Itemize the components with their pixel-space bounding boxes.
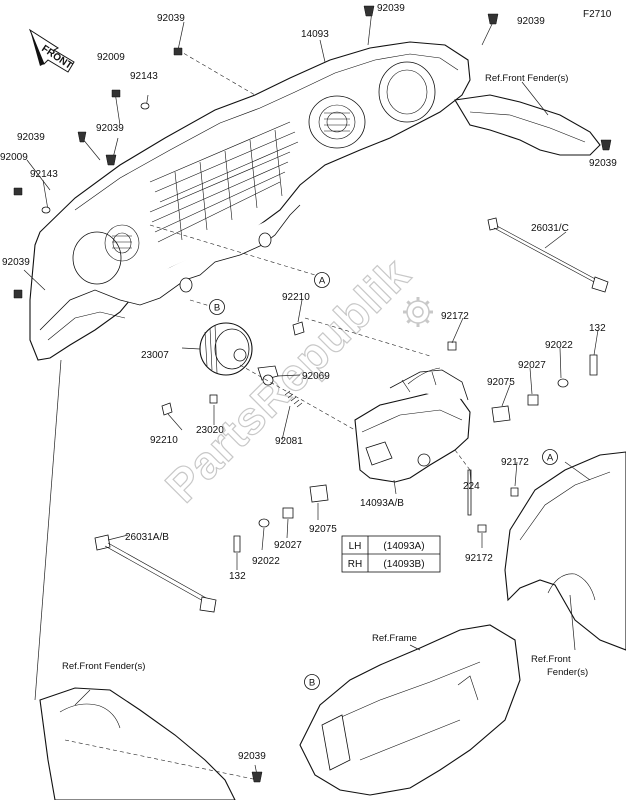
label-92039-bottom: 92039 xyxy=(238,751,266,762)
label-132-top: 132 xyxy=(589,323,606,334)
harness-26031ab xyxy=(94,534,217,613)
label-92039-clip-top: 92039 xyxy=(377,3,405,14)
front-fender-right xyxy=(504,451,626,651)
label-92210-top: 92210 xyxy=(282,292,310,303)
label-92039-top: 92039 xyxy=(157,13,185,24)
fastener-icons xyxy=(13,5,612,783)
variant-part-rh: (14093B) xyxy=(383,559,424,570)
ref-front-fender-right: Ref.Front Fender(s) xyxy=(485,73,568,84)
label-92039-left3: 92039 xyxy=(2,257,30,268)
front-arrow-icon: FRONT xyxy=(28,28,75,73)
label-23020: 23020 xyxy=(196,425,224,436)
label-92075-bot: 92075 xyxy=(309,524,337,535)
label-92069: 92069 xyxy=(302,371,330,382)
label-23007: 23007 xyxy=(141,350,169,361)
label-92039-right-fender: 92039 xyxy=(589,158,617,169)
label-14093: 14093 xyxy=(301,29,329,40)
front-fender-left xyxy=(39,687,236,800)
label-92022-bot: 92022 xyxy=(252,556,280,567)
ref-frame: Ref.Frame xyxy=(372,633,417,644)
label-92172-top: 92172 xyxy=(441,311,469,322)
label-92009-b: 92009 xyxy=(0,152,28,163)
label-14093ab: 14093A/B xyxy=(360,498,404,509)
callout-b-lower: B xyxy=(304,674,320,690)
callout-a-text-2: A xyxy=(547,453,554,464)
label-92143-a: 92143 xyxy=(130,71,158,82)
label-26031c: 26031/C xyxy=(531,223,569,234)
label-92075-top: 92075 xyxy=(487,377,515,388)
front-fascia-assembly xyxy=(29,41,601,361)
label-92143-b: 92143 xyxy=(30,169,58,180)
gear-watermark-icon xyxy=(403,297,433,327)
label-92172-bot: 92172 xyxy=(465,553,493,564)
frame-ref xyxy=(299,624,521,796)
label-92081: 92081 xyxy=(275,436,303,447)
callout-a-lower: A xyxy=(542,449,558,465)
harness-26031c xyxy=(487,217,609,293)
label-224: 224 xyxy=(463,481,480,492)
label-92022-top: 92022 xyxy=(545,340,573,351)
label-92027-bot: 92027 xyxy=(274,540,302,551)
label-92039-left1: 92039 xyxy=(17,132,45,143)
label-92172-mid: 92172 xyxy=(501,457,529,468)
variant-table: LH (14093A) RH (14093B) xyxy=(341,535,441,573)
callout-a-upper: A xyxy=(314,272,330,288)
label-92009-a: 92009 xyxy=(97,52,125,63)
callout-b-text: B xyxy=(214,303,220,314)
ref-front-fender-left: Ref.Front Fender(s) xyxy=(62,661,145,672)
callout-b-upper: B xyxy=(209,299,225,315)
label-92039-left2: 92039 xyxy=(96,123,124,134)
ref-front-fender-mid-line2: Fender(s) xyxy=(547,667,588,678)
variant-side-rh: RH xyxy=(348,559,362,570)
label-92027-top: 92027 xyxy=(518,360,546,371)
variant-part-lh: (14093A) xyxy=(383,541,424,552)
figure-code: F2710 xyxy=(583,9,612,20)
variant-side-lh: LH xyxy=(349,541,362,552)
callout-b-text-2: B xyxy=(309,678,315,689)
label-26031ab: 26031A/B xyxy=(125,532,169,543)
callout-a-text: A xyxy=(319,276,326,287)
label-92210-bot: 92210 xyxy=(150,435,178,446)
label-92039-clip-right: 92039 xyxy=(517,16,545,27)
ref-front-fender-mid-line1: Ref.Front xyxy=(531,654,571,665)
label-132-bot: 132 xyxy=(229,571,246,582)
headlight-assembly xyxy=(161,321,598,553)
